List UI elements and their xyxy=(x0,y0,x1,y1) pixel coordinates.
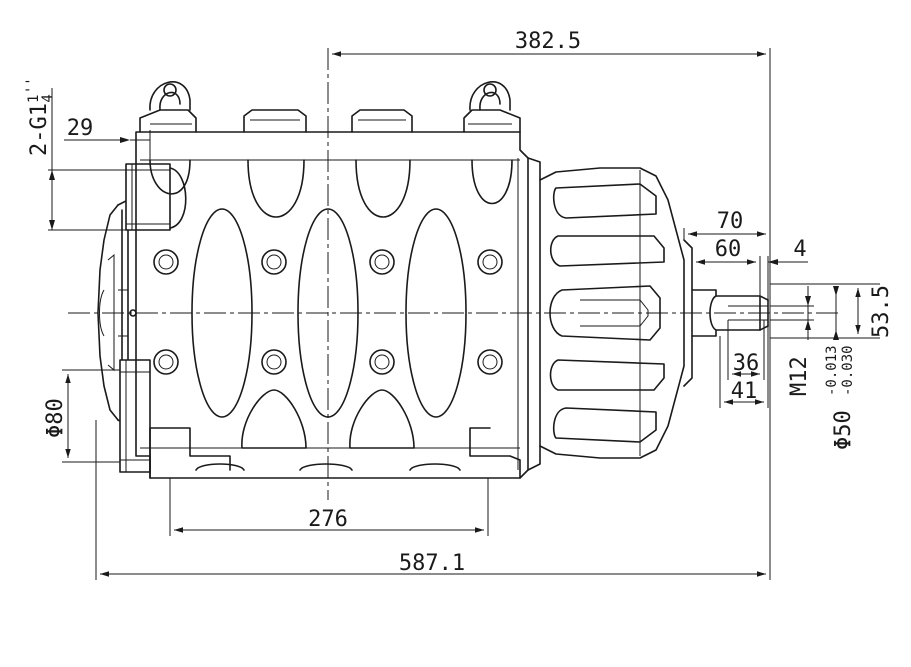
gearbox-housing xyxy=(527,157,693,471)
center-lines xyxy=(68,48,838,500)
dim-total-length: 587.1 xyxy=(399,551,465,576)
dim-shaft-70: 70 xyxy=(717,209,744,234)
left-port-bottom xyxy=(119,359,151,473)
dim-shaft-dia: Φ50 xyxy=(831,410,856,450)
dim-shaft-step: 4 xyxy=(793,237,806,262)
left-port-top xyxy=(125,163,187,231)
dim-port-spec: 2-G114'' xyxy=(24,77,56,156)
dim-thread-depth-41: 41 xyxy=(731,379,758,404)
pump-body xyxy=(135,81,529,486)
dim-flange-dia: Φ80 xyxy=(43,398,68,438)
dim-port-offset: 29 xyxy=(67,116,94,141)
dim-thread-depth-36: 36 xyxy=(733,351,760,376)
dim-thread-size: M12 xyxy=(787,356,812,396)
dim-shaft-height: 53.5 xyxy=(869,285,894,338)
dimensions: 382.5 587.1 276 29 2-G114'' Φ80 xyxy=(24,29,894,580)
dim-shaft-60: 60 xyxy=(715,237,742,262)
body-bolts xyxy=(153,249,503,375)
dim-tol-lower: -0.030 xyxy=(840,345,856,396)
dim-mount-spacing: 276 xyxy=(308,507,348,532)
dim-overall-length: 382.5 xyxy=(515,29,581,54)
dim-tol-upper: -0.013 xyxy=(824,345,840,396)
